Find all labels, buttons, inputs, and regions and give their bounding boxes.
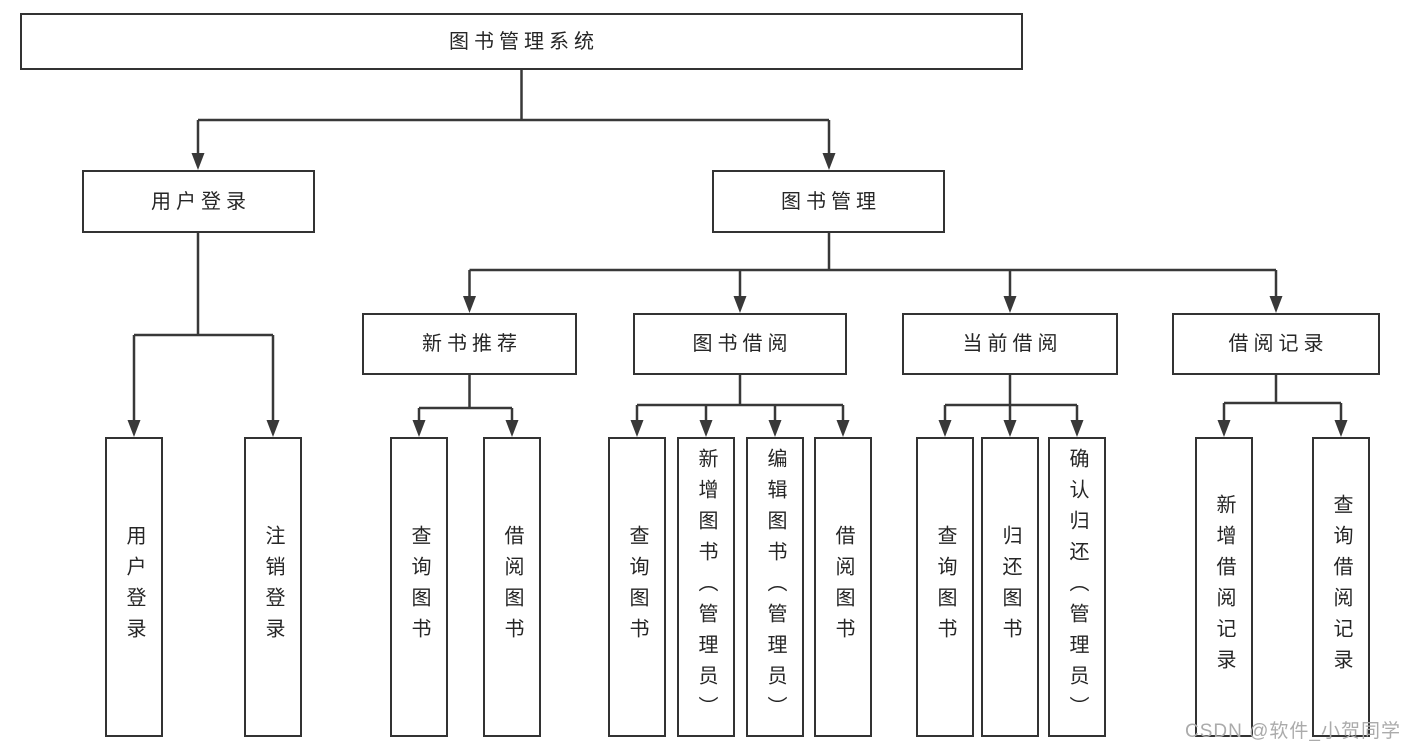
node-book-management: 图书管理 <box>712 170 945 233</box>
leaf-return-book: 归还图书 <box>981 437 1039 737</box>
node-current-borrow-label: 当前借阅 <box>962 333 1063 355</box>
leaf-borrow-book: 借阅图书 <box>814 437 872 737</box>
leaf-borrow-query-book-label: 查询图书 <box>626 525 648 649</box>
node-user-login-label: 用户登录 <box>151 190 251 213</box>
leaf-logout-label: 注销登录 <box>262 525 284 649</box>
leaf-current-query-book-label: 查询图书 <box>934 525 956 649</box>
node-current-borrow: 当前借阅 <box>902 313 1118 375</box>
leaf-borrow-query-book: 查询图书 <box>608 437 666 737</box>
node-book-borrow: 图书借阅 <box>633 313 847 375</box>
leaf-add-book-admin: 新增图书（管理员） <box>677 437 735 737</box>
leaf-recommend-borrow-book-label: 借阅图书 <box>501 525 523 649</box>
leaf-query-borrow-record: 查询借阅记录 <box>1312 437 1370 737</box>
node-book-borrow-label: 图书借阅 <box>692 333 793 355</box>
leaf-recommend-query-book-label: 查询图书 <box>408 525 430 649</box>
node-borrow-record: 借阅记录 <box>1172 313 1380 375</box>
leaf-confirm-return-admin-label: 确认归还（管理员） <box>1066 447 1088 727</box>
leaf-edit-book-admin: 编辑图书（管理员） <box>746 437 804 737</box>
leaf-add-book-admin-label: 新增图书（管理员） <box>695 447 717 727</box>
leaf-return-book-label: 归还图书 <box>999 525 1021 649</box>
leaf-logout: 注销登录 <box>244 437 302 737</box>
node-root: 图书管理系统 <box>20 13 1023 70</box>
leaf-current-query-book: 查询图书 <box>916 437 974 737</box>
leaf-user-login-label: 用户登录 <box>123 525 145 649</box>
watermark-text: CSDN @软件_小贺同学 <box>1185 721 1401 742</box>
leaf-add-borrow-record: 新增借阅记录 <box>1195 437 1253 737</box>
leaf-borrow-book-label: 借阅图书 <box>832 525 854 649</box>
node-new-book-recommend: 新书推荐 <box>362 313 577 375</box>
node-borrow-record-label: 借阅记录 <box>1228 333 1329 355</box>
leaf-confirm-return-admin: 确认归还（管理员） <box>1048 437 1106 737</box>
leaf-add-borrow-record-label: 新增借阅记录 <box>1213 494 1235 680</box>
node-book-management-label: 图书管理 <box>781 190 881 213</box>
leaf-recommend-query-book: 查询图书 <box>390 437 448 737</box>
leaf-edit-book-admin-label: 编辑图书（管理员） <box>764 447 786 727</box>
leaf-query-borrow-record-label: 查询借阅记录 <box>1330 494 1352 680</box>
node-user-login: 用户登录 <box>82 170 315 233</box>
leaf-recommend-borrow-book: 借阅图书 <box>483 437 541 737</box>
node-root-label: 图书管理系统 <box>449 30 599 53</box>
node-new-book-recommend-label: 新书推荐 <box>422 333 522 355</box>
leaf-user-login: 用户登录 <box>105 437 163 737</box>
